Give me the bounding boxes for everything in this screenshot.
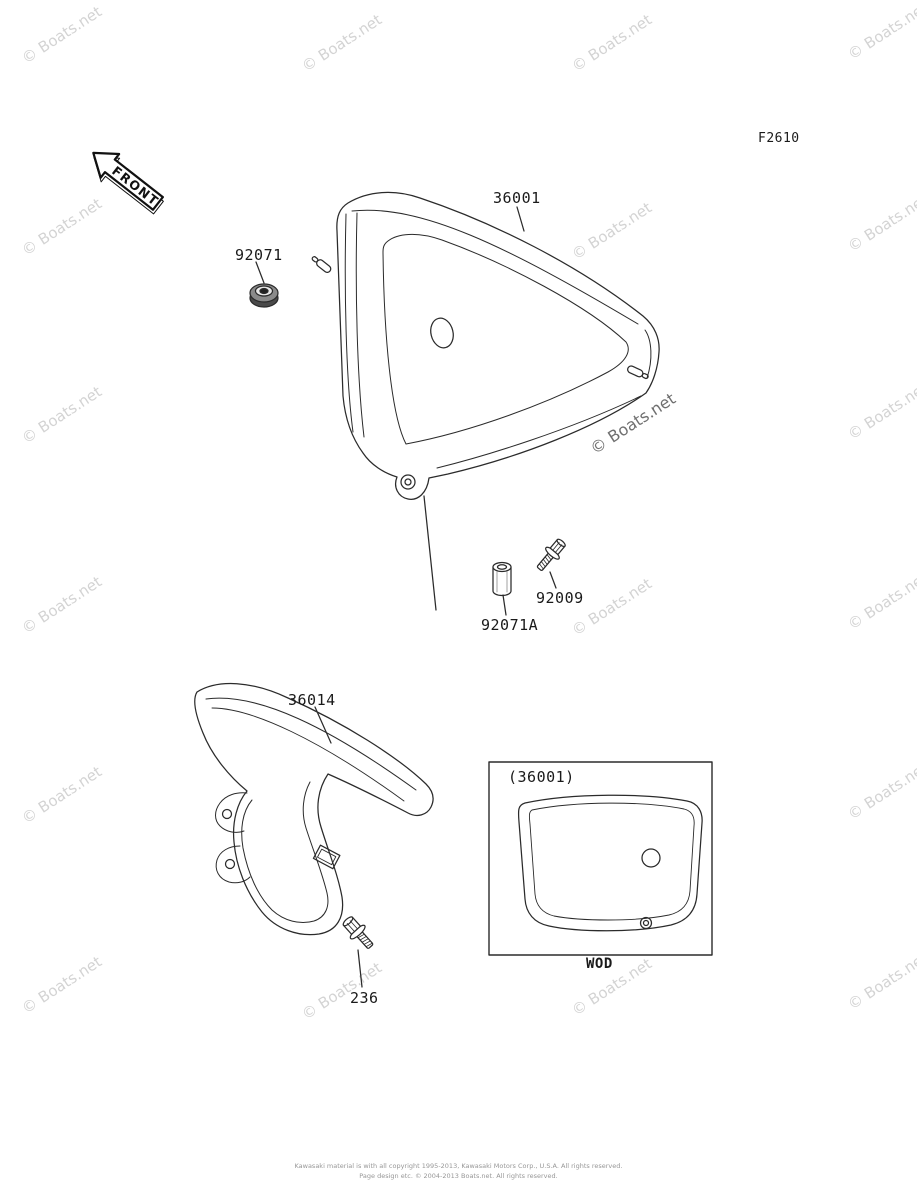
front-arrow: FRONT	[92, 151, 164, 215]
bolt-92009-drawing	[536, 538, 566, 571]
part-label-92071A[interactable]: 92071A	[481, 616, 539, 634]
figure-code: F2610	[758, 131, 800, 146]
footer-copyright: Kawasaki material is with all copyright …	[0, 1161, 917, 1182]
part-label-236[interactable]: 236	[350, 989, 379, 1007]
part-label-92009[interactable]: 92009	[536, 589, 584, 607]
grommet-pin-left	[311, 256, 332, 273]
part-label-36001[interactable]: 36001	[493, 189, 541, 207]
grommet-pin-right	[627, 365, 649, 380]
grommet-drawing	[249, 283, 279, 308]
inset-part-ref: (36001)	[508, 768, 575, 786]
footer-line-2: Page design etc. © 2004-2013 Boats.net. …	[359, 1172, 558, 1181]
footer-line-1: Kawasaki material is with all copyright …	[294, 1162, 623, 1170]
chain-cover-drawing	[194, 682, 434, 936]
part-label-92071[interactable]: 92071	[235, 246, 283, 264]
collar-drawing	[492, 561, 512, 597]
side-cover-drawing	[311, 191, 660, 500]
bolt-236-drawing	[342, 916, 374, 949]
inset-caption: WOD	[586, 956, 613, 972]
part-label-36014[interactable]: 36014	[288, 691, 336, 709]
inset-box	[488, 761, 713, 956]
leader-lines	[255, 206, 557, 988]
